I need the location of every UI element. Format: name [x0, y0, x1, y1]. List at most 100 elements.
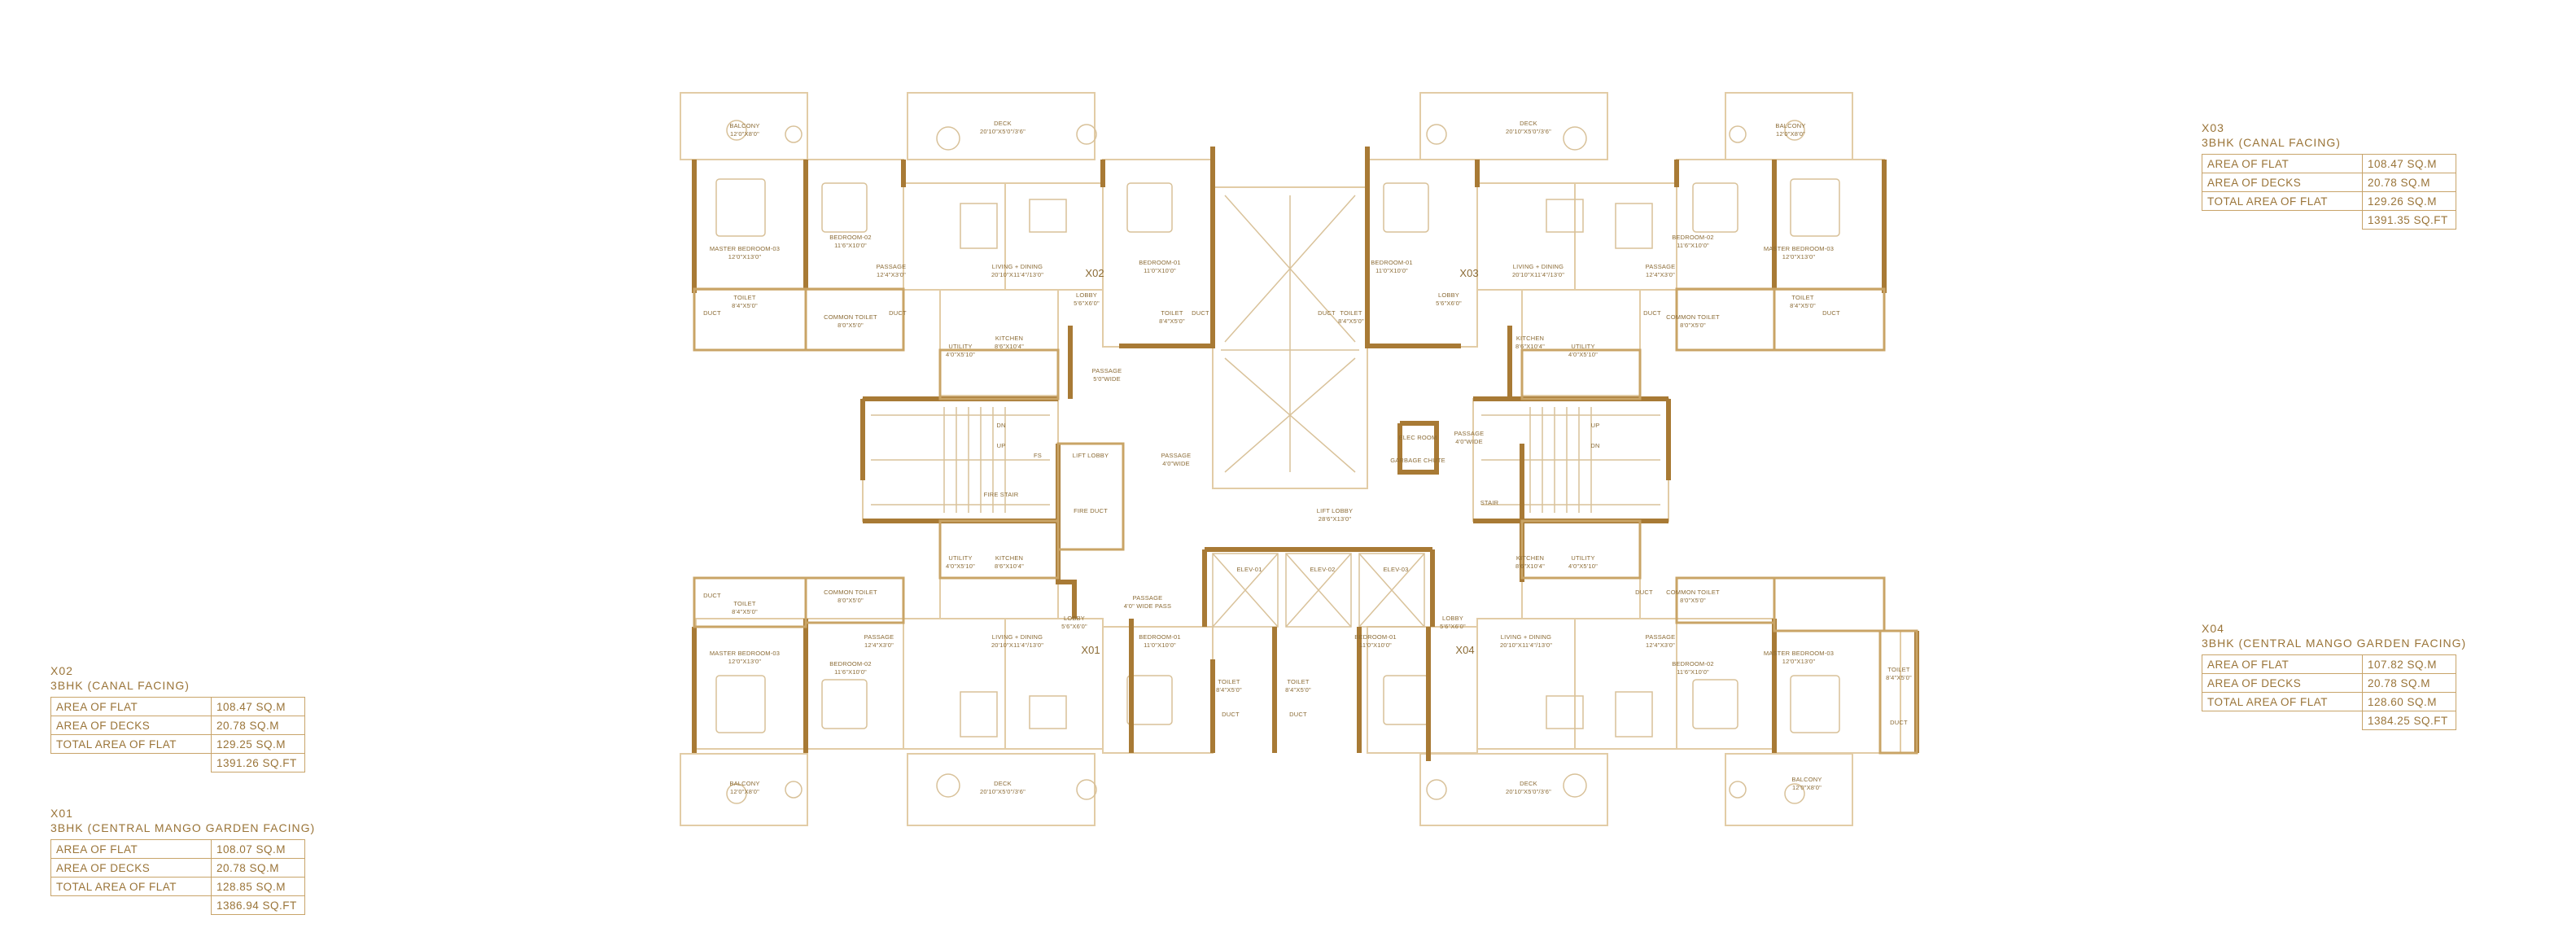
deck-label: DECK	[1520, 780, 1537, 787]
master-bedroom-dim: 12'0"X13'0"	[1782, 253, 1816, 260]
utility-dim: 4'0"X5'10"	[946, 562, 975, 570]
toilet-label: TOILET	[1161, 309, 1183, 317]
bedroom-01-dim: 11'0"X10'0"	[1375, 267, 1408, 274]
passage-label: PASSAGE	[1133, 594, 1163, 602]
utility-label: UTILITY	[948, 554, 972, 562]
common-toilet-dim: 8'0"X5'0"	[1680, 597, 1706, 604]
toilet-dim: 8'4"X5'0"	[1790, 302, 1816, 309]
bedroom-02-label: BEDROOM-02	[1672, 234, 1714, 241]
unit-info-x04: X04 3BHK (CENTRAL MANGO GARDEN FACING) A…	[2202, 621, 2466, 730]
passage-dim: 12'4"X3'0"	[877, 271, 906, 278]
common-toilet-label: COMMON TOILET	[824, 589, 877, 596]
kitchen-dim: 8'6"X10'4"	[1515, 343, 1545, 350]
master-bedroom-label: MASTER BEDROOM-03	[710, 245, 780, 252]
living-label: LIVING + DINING	[1501, 633, 1551, 641]
total-area-label: TOTAL AREA OF FLAT	[50, 877, 212, 896]
balcony-dim: 12'0"X8'0"	[730, 788, 759, 795]
bedroom-01-label: BEDROOM-01	[1139, 633, 1181, 641]
utility-label: UTILITY	[1571, 343, 1594, 350]
passage-label: PASSAGE	[1092, 367, 1122, 374]
utility-dim: 4'0"X5'10"	[1568, 351, 1598, 358]
garbage-chute-label: GARBAGE CHUTE	[1390, 457, 1445, 464]
passage-label: PASSAGE	[1161, 452, 1192, 459]
dn-label: DN	[996, 422, 1005, 429]
common-toilet-label: COMMON TOILET	[824, 313, 877, 321]
total-area-sqm: 129.26 SQ.M	[2362, 191, 2456, 211]
kitchen-dim: 8'6"X10'4"	[1515, 562, 1545, 570]
common-toilet-label: COMMON TOILET	[1666, 589, 1720, 596]
passage-label: PASSAGE	[1646, 263, 1676, 270]
bedroom-01-dim: 11'0"X10'0"	[1144, 267, 1176, 274]
total-area-label: TOTAL AREA OF FLAT	[50, 734, 212, 754]
balcony-label: BALCONY	[729, 122, 759, 129]
lobby-label: LOBBY	[1076, 291, 1097, 299]
common-toilet-label: COMMON TOILET	[1666, 313, 1720, 321]
lift-lobby-dim: 28'6"X13'0"	[1319, 515, 1352, 523]
bedroom-02-dim: 11'6"X10'0"	[1677, 668, 1709, 676]
living-dim: 20'10"X11'4"/13'0"	[1512, 271, 1564, 278]
duct-label: DUCT	[1222, 711, 1240, 718]
toilet-dim: 8'4"X5'0"	[732, 302, 758, 309]
passage-label: PASSAGE	[877, 263, 907, 270]
lift-lobby-small-label: LIFT LOBBY	[1073, 452, 1109, 459]
master-bedroom-label: MASTER BEDROOM-03	[1764, 245, 1834, 252]
kitchen-label: KITCHEN	[995, 335, 1023, 342]
toilet-dim: 8'4"X5'0"	[1338, 317, 1364, 325]
toilet-dim: 8'4"X5'0"	[1285, 686, 1311, 694]
bedroom-01-dim: 11'0"X10'0"	[1359, 641, 1392, 649]
total-area-label: TOTAL AREA OF FLAT	[2202, 191, 2363, 211]
deck-label: DECK	[994, 120, 1012, 127]
total-area-sqft: 1391.35 SQ.FT	[2362, 210, 2456, 230]
kitchen-label: KITCHEN	[1516, 335, 1544, 342]
toilet-label: TOILET	[1887, 666, 1910, 673]
area-of-flat-value: 108.47 SQ.M	[211, 697, 305, 716]
deck-label: DECK	[1520, 120, 1537, 127]
bedroom-01-label: BEDROOM-01	[1354, 633, 1397, 641]
toilet-dim: 8'4"X5'0"	[1159, 317, 1185, 325]
master-bedroom-dim: 12'0"X13'0"	[728, 253, 762, 260]
passage-dim: 4'0" WIDE PASS	[1124, 602, 1171, 610]
lobby-dim: 5'6"X6'0"	[1061, 623, 1087, 630]
bedroom-01-label: BEDROOM-01	[1371, 259, 1413, 266]
area-of-decks-value: 20.78 SQ.M	[211, 858, 305, 878]
unit-info-x01: X01 3BHK (CENTRAL MANGO GARDEN FACING) A…	[50, 806, 315, 915]
elev-01-label: ELEV-01	[1236, 566, 1262, 573]
duct-label: DUCT	[703, 309, 721, 317]
area-of-decks-label: AREA OF DECKS	[2202, 673, 2363, 693]
elev-02-label: ELEV-02	[1310, 566, 1335, 573]
kitchen-dim: 8'6"X10'4"	[995, 562, 1024, 570]
living-dim: 20'10"X11'4"/13'0"	[991, 271, 1043, 278]
master-bedroom-label: MASTER BEDROOM-03	[1764, 650, 1834, 657]
toilet-dim: 8'4"X5'0"	[1216, 686, 1242, 694]
unit-tag-x02: X02	[1085, 267, 1104, 279]
deck-dim: 20'10"X5'0"/3'6"	[980, 788, 1026, 795]
master-bedroom-dim: 12'0"X13'0"	[728, 658, 762, 665]
area-of-decks-label: AREA OF DECKS	[50, 858, 212, 878]
balcony-dim: 12'0"X8'0"	[730, 130, 759, 138]
toilet-dim: 8'4"X5'0"	[1886, 674, 1912, 681]
area-of-flat-value: 108.07 SQ.M	[211, 839, 305, 859]
living-label: LIVING + DINING	[1513, 263, 1564, 270]
stair-label: STAIR	[1480, 499, 1499, 506]
balcony-label: BALCONY	[729, 780, 759, 787]
lobby-dim: 5'6"X6'0"	[1436, 300, 1462, 307]
passage-dim: 4'0"WIDE	[1162, 460, 1190, 467]
total-area-sqm: 129.25 SQ.M	[211, 734, 305, 754]
deck-dim: 20'10"X5'0"/3'6"	[1506, 128, 1551, 135]
passage-dim: 12'4"X3'0"	[1646, 641, 1675, 649]
toilet-label: TOILET	[733, 294, 756, 301]
area-of-flat-label: AREA OF FLAT	[2202, 654, 2363, 674]
master-bedroom-dim: 12'0"X13'0"	[1782, 658, 1816, 665]
unit-type: 3BHK (CANAL FACING)	[2202, 136, 2341, 149]
passage-dim: 5'0"WIDE	[1093, 375, 1121, 383]
passage-dim: 12'4"X3'0"	[864, 641, 894, 649]
unit-tag-x04: X04	[1455, 644, 1474, 656]
toilet-label: TOILET	[1287, 678, 1310, 685]
duct-label: DUCT	[1635, 589, 1653, 596]
fire-stair-label: FIRE STAIR	[984, 491, 1019, 498]
area-of-decks-value: 20.78 SQ.M	[211, 716, 305, 735]
